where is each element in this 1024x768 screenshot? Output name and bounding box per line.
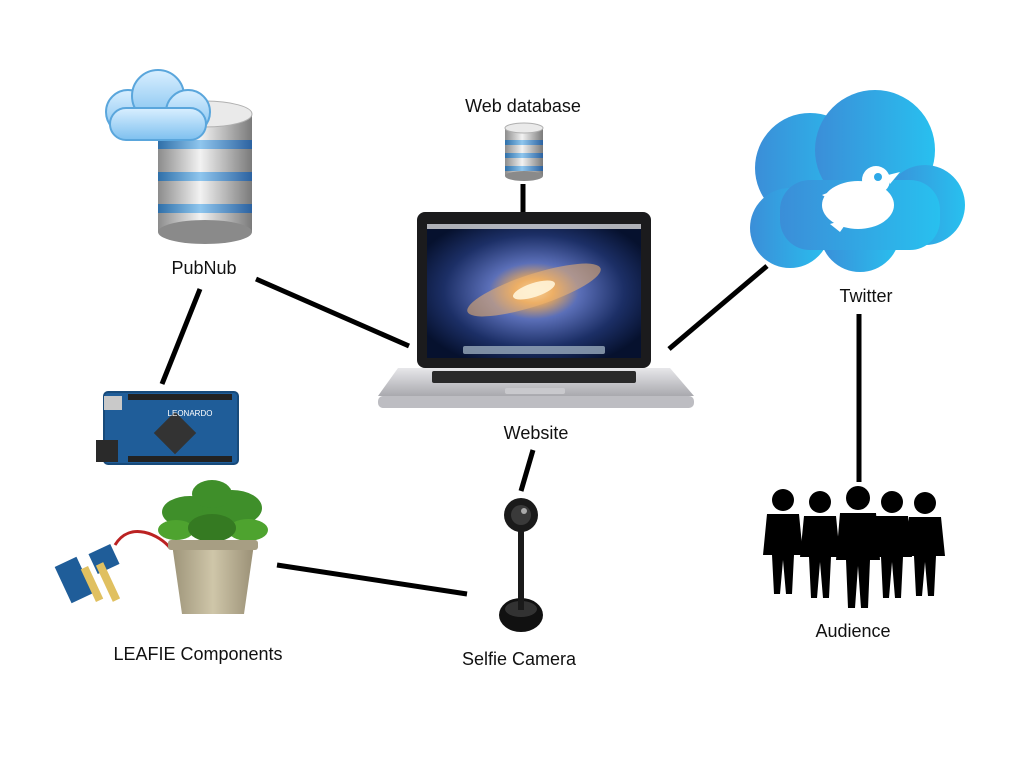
cloud-shape: [105, 69, 211, 141]
node-label-selfie-camera: Selfie Camera: [461, 649, 577, 669]
node-label-twitter: Twitter: [839, 286, 893, 306]
node-label-audience: Audience: [815, 621, 891, 641]
twitter-cloud-icon: [750, 90, 965, 272]
bird-icon: [822, 166, 900, 232]
cloud-database-icon: [105, 69, 253, 244]
webcam-icon: [499, 498, 543, 632]
person-silhouette: [836, 486, 880, 608]
edge-website-twitter: [667, 264, 769, 351]
laptop-icon: [378, 212, 694, 408]
edge-camera-leafie: [276, 562, 468, 597]
node-label-website: Website: [503, 423, 569, 443]
edge-pubnub-website: [254, 276, 411, 349]
connection-lines: [159, 184, 862, 597]
arduino-board-text: LEONARDO: [168, 409, 213, 418]
edge-pubnub-arduino: [159, 288, 203, 385]
person-silhouette: [800, 491, 840, 598]
plant-pot: [172, 544, 254, 614]
person-silhouette: [872, 491, 912, 598]
node-label-web-database: Web database: [465, 96, 581, 116]
database-icon: [504, 122, 544, 181]
edge-website-camera: [518, 449, 536, 492]
node-label-leafie: LEAFIE Components: [113, 644, 283, 664]
person-silhouette: [905, 492, 945, 596]
node-label-pubnub: PubNub: [171, 258, 237, 278]
plant-sensor-icon: [54, 480, 268, 614]
people-silhouette-icon: [763, 486, 945, 608]
plant-leaves: [158, 480, 268, 542]
moisture-sensor: [54, 530, 172, 604]
arduino-board-icon: LEONARDO: [96, 391, 239, 465]
person-silhouette: [763, 489, 803, 594]
